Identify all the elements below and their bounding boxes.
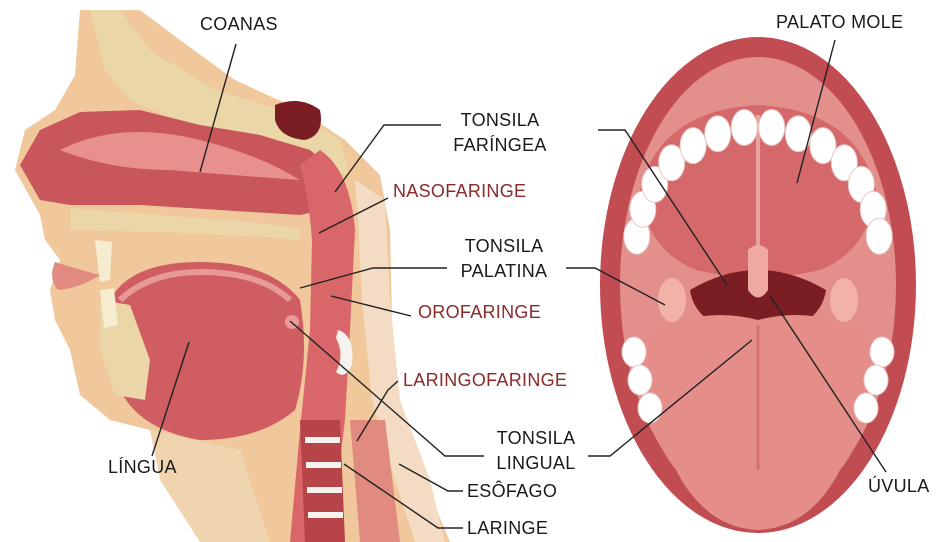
label-tonsila-lingual-line1: TONSILA xyxy=(484,427,588,449)
lower-tooth xyxy=(628,365,652,395)
upper-tooth xyxy=(759,110,785,146)
label-tonsila-faringea-line2: FARÍNGEA xyxy=(445,134,555,156)
palatine-tonsil-left xyxy=(658,278,686,322)
label-tonsila-palatina-line2: PALATINA xyxy=(445,260,563,282)
label-tonsila-faringea: TONSILA FARÍNGEA xyxy=(445,109,555,156)
sagittal-head-section xyxy=(15,10,450,542)
label-coanas-text: COANAS xyxy=(200,14,278,34)
label-uvula: ÚVULA xyxy=(868,475,930,497)
label-tonsila-palatina-line1: TONSILA xyxy=(445,235,563,257)
label-orofaringe-text: OROFARINGE xyxy=(418,302,541,322)
label-tonsila-lingual-line2: LINGUAL xyxy=(484,452,588,474)
label-lingua: LÍNGUA xyxy=(108,456,177,478)
label-laringofaringe: LARINGOFARINGE xyxy=(403,369,567,391)
label-esofago-text: ESÔFAGO xyxy=(467,481,557,501)
upper-tooth xyxy=(705,116,731,152)
upper-tooth xyxy=(680,128,706,164)
lower-tooth xyxy=(854,393,878,423)
label-laringe-text: LARINGE xyxy=(467,518,548,538)
palatine-tonsil-right xyxy=(830,278,858,322)
uvula-shape xyxy=(748,245,768,298)
label-laringe: LARINGE xyxy=(467,517,548,539)
open-mouth-view xyxy=(600,37,916,533)
upper-tooth xyxy=(866,218,892,254)
label-coanas: COANAS xyxy=(200,13,278,35)
label-palato-mole-text: PALATO MOLE xyxy=(776,12,903,32)
label-laringofaringe-text: LARINGOFARINGE xyxy=(403,370,567,390)
lower-tooth xyxy=(870,337,894,367)
label-tonsila-palatina: TONSILA PALATINA xyxy=(445,235,563,282)
label-tonsila-faringea-line1: TONSILA xyxy=(445,109,555,131)
upper-tooth xyxy=(731,110,757,146)
lower-tooth xyxy=(864,365,888,395)
label-nasofaringe-text: NASOFARINGE xyxy=(393,181,526,201)
label-esofago: ESÔFAGO xyxy=(467,480,557,502)
label-uvula-text: ÚVULA xyxy=(868,476,930,496)
lower-tooth xyxy=(638,393,662,423)
label-orofaringe: OROFARINGE xyxy=(418,301,541,323)
label-tonsila-lingual: TONSILA LINGUAL xyxy=(484,427,588,474)
label-nasofaringe: NASOFARINGE xyxy=(393,180,526,202)
label-lingua-text: LÍNGUA xyxy=(108,457,177,477)
label-palato-mole: PALATO MOLE xyxy=(776,11,903,33)
lower-tooth xyxy=(622,337,646,367)
